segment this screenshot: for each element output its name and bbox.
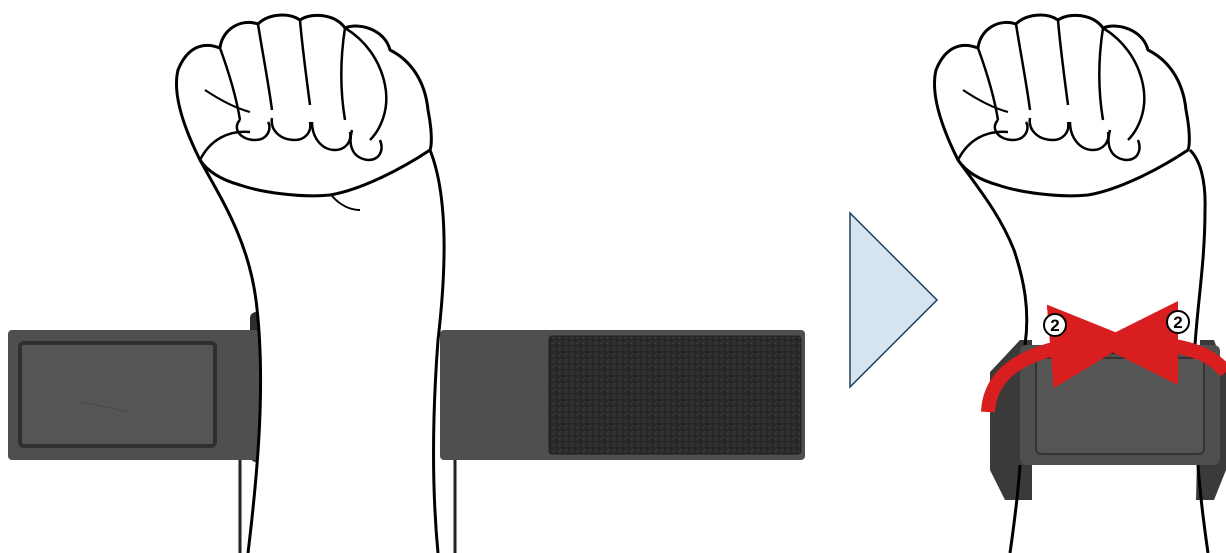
strap-right-section	[440, 330, 805, 460]
wrapped-loop-patch	[1036, 358, 1204, 454]
fist-left	[177, 15, 432, 196]
strap-left-section	[8, 330, 278, 460]
fist-illustration-right	[935, 15, 1212, 553]
step-number-left: 2	[1050, 316, 1059, 335]
panel-after: 2 2	[935, 15, 1226, 553]
step-marker-left: 2	[1044, 314, 1066, 336]
step-marker-right: 2	[1167, 311, 1189, 333]
panel-before	[8, 15, 805, 553]
fist-illustration-left	[177, 15, 445, 553]
loop-patch	[20, 343, 215, 446]
fist-right	[935, 15, 1190, 196]
wrapped-band-top-pad	[1085, 336, 1135, 354]
hook-velcro-patch	[549, 336, 801, 454]
transition-arrow	[850, 213, 937, 387]
step-number-right: 2	[1173, 313, 1182, 332]
